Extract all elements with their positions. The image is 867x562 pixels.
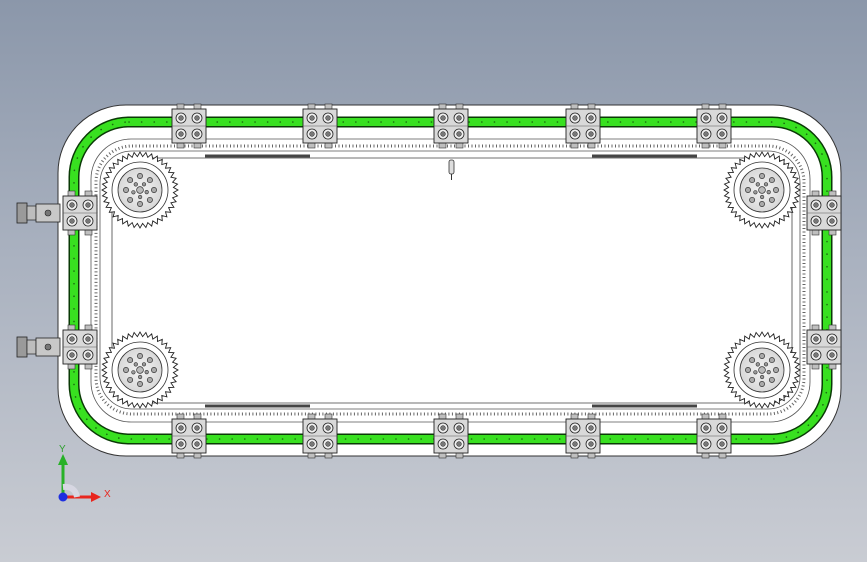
sensor-icon [448, 159, 455, 180]
left-carrier-block[interactable] [62, 190, 98, 236]
right-carrier-block[interactable] [806, 324, 842, 370]
axis-triad: Y X [58, 444, 111, 502]
sprocket-icon [101, 331, 179, 409]
y-axis-label: Y [59, 444, 66, 455]
bottom-carrier-block[interactable] [696, 413, 732, 459]
sprocket-icon [723, 151, 801, 229]
bottom-carrier-block[interactable] [433, 413, 469, 459]
motor-icon [16, 202, 61, 224]
top-carrier-block[interactable] [302, 103, 338, 149]
motor-icon [16, 336, 61, 358]
left-carrier-block[interactable] [62, 324, 98, 370]
top-carrier-block[interactable] [696, 103, 732, 149]
right-carrier-block[interactable] [806, 190, 842, 236]
top-carrier-block[interactable] [565, 103, 601, 149]
sprocket-icon [101, 151, 179, 229]
top-carrier-block[interactable] [171, 103, 207, 149]
z-axis-dot [58, 492, 68, 502]
inner-table [111, 157, 793, 404]
sprocket-icon [723, 331, 801, 409]
bottom-carrier-block[interactable] [171, 413, 207, 459]
bottom-carrier-block[interactable] [565, 413, 601, 459]
rotation-arc [62, 483, 80, 498]
bottom-carrier-block[interactable] [302, 413, 338, 459]
top-carrier-block[interactable] [433, 103, 469, 149]
x-axis-label: X [104, 489, 111, 500]
